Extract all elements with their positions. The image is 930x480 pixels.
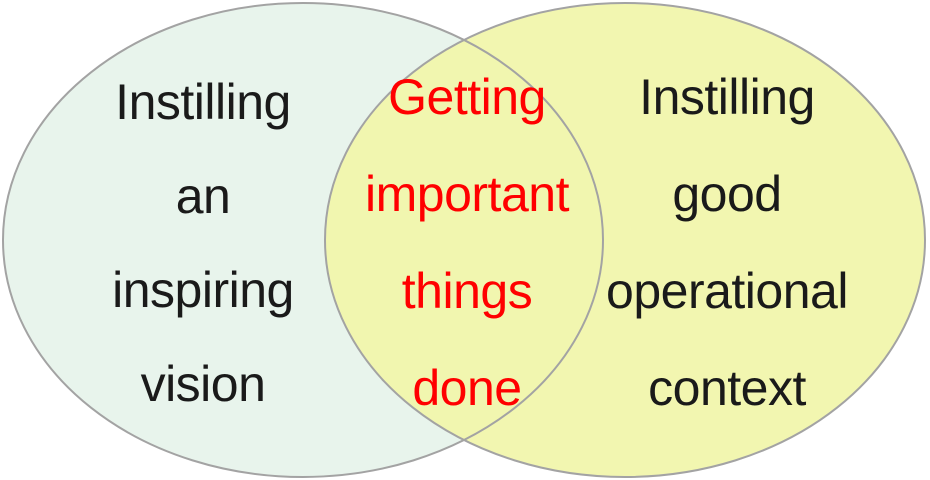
left-text-line-3: inspiring xyxy=(112,262,294,318)
left-ellipse-outline xyxy=(2,2,604,478)
overlap-text-line-3: things xyxy=(401,262,533,319)
left-text-line-1: Instilling xyxy=(115,74,291,130)
overlap-text-line-4: done xyxy=(412,359,522,416)
right-ellipse-outline xyxy=(324,2,926,478)
right-circle-text: Instilling good operational context xyxy=(562,48,892,436)
left-circle-text: Instilling an inspiring vision xyxy=(43,55,363,431)
left-text-line-4: vision xyxy=(140,356,266,412)
overlap-text-line-1: Getting xyxy=(388,68,546,125)
left-text-line-2: an xyxy=(175,168,231,224)
right-text-line-2: good xyxy=(672,165,782,222)
overlap-text-line-2: important xyxy=(365,165,569,222)
right-text-line-4: context xyxy=(648,359,806,416)
right-text-line-1: Instilling xyxy=(639,68,815,125)
right-ellipse-fill xyxy=(325,3,925,477)
right-text-line-3: operational xyxy=(606,262,848,319)
overlap-text: Getting important things done xyxy=(317,48,617,436)
